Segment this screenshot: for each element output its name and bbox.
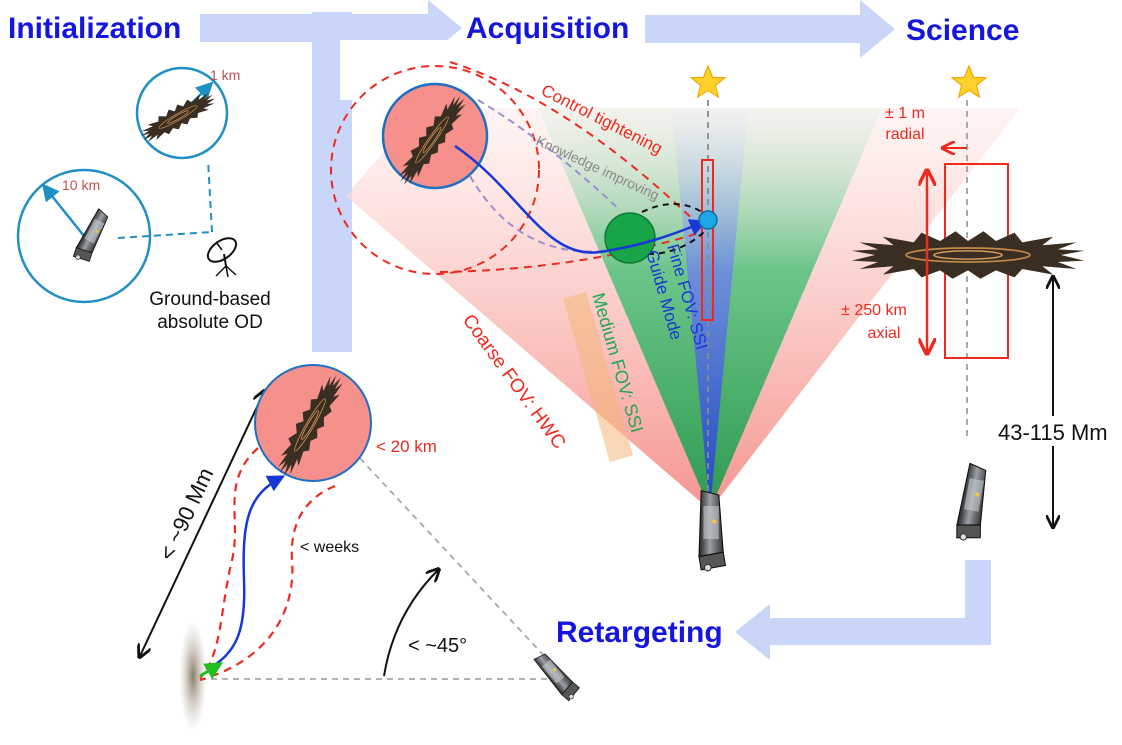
retarget-angle-label: < ~45° xyxy=(408,635,467,657)
phase-title-retargeting: Retargeting xyxy=(556,616,723,649)
far-uncertainty-circle xyxy=(16,168,152,304)
control-box xyxy=(701,159,714,321)
retarget-angle-arc xyxy=(383,570,438,677)
acq-spacecraft-icon xyxy=(698,490,726,572)
axial-value-label: ± 250 km xyxy=(841,302,907,319)
flow-arrow-sci-to-retarget xyxy=(735,604,991,660)
phase-title-initialization: Initialization xyxy=(8,12,181,45)
knowledge-bound-upper xyxy=(477,99,621,211)
ground-station-label-line2: absolute OD xyxy=(157,312,263,333)
near-starshade-icon xyxy=(136,86,220,148)
retarget-spacecraft-icon xyxy=(532,648,583,703)
tracking-link-far xyxy=(117,231,213,239)
retarget-bound-left xyxy=(199,447,259,679)
axial-label: axial xyxy=(868,325,901,342)
radial-label: radial xyxy=(885,126,924,143)
science-starshade-icon xyxy=(850,230,1086,280)
target-star-icon xyxy=(690,65,726,98)
initialization-panel: 10 km 1 km Ground-based absolute OD xyxy=(16,66,271,333)
far-radius-arrow xyxy=(41,183,85,237)
control-bound-lower xyxy=(439,231,703,273)
retarget-distance-arrow xyxy=(140,392,264,656)
science-distance-label: 43-115 Mm xyxy=(998,420,1108,445)
medium-fov-knowledge-circle xyxy=(604,212,656,264)
ground-antenna-icon xyxy=(206,237,238,278)
retarget-trajectory xyxy=(215,475,286,666)
guide-bound-lower xyxy=(647,231,705,255)
retarget-distance-label: < ~90 Mm xyxy=(154,464,219,564)
approach-radius-label: < 20 km xyxy=(376,437,437,456)
radial-value-label: ± 1 m xyxy=(885,105,925,122)
science-panel: ± 1 m radial ± 250 km axial 43-115 Mm xyxy=(841,65,1112,544)
acq-trajectory xyxy=(454,144,708,254)
phase-title-science: Science xyxy=(906,14,1019,47)
initial-burn-vector xyxy=(199,662,224,680)
fine-fov-cone xyxy=(672,110,748,510)
guide-bound-upper xyxy=(641,203,703,213)
science-star-icon xyxy=(951,65,987,98)
control-bound-upper xyxy=(449,61,703,229)
far-spacecraft-icon xyxy=(71,207,114,266)
transfer-time-label: < weeks xyxy=(300,539,359,556)
flow-arrow-acq-to-sci xyxy=(645,0,895,58)
retargeting-panel: < ~90 Mm < 20 km < weeks < ~45° xyxy=(140,364,583,732)
ground-station-label-line1: Ground-based xyxy=(149,289,270,310)
phase-title-acquisition: Acquisition xyxy=(466,12,629,45)
near-radius-label: 1 km xyxy=(210,67,240,83)
acq-control-region xyxy=(330,65,540,275)
far-radius-label: 10 km xyxy=(62,177,100,193)
fine-fov-target-dot xyxy=(698,210,718,230)
retarget-bound-right xyxy=(199,484,336,682)
tracking-link-near xyxy=(207,159,213,233)
science-spacecraft-icon xyxy=(954,462,994,544)
near-uncertainty-circle xyxy=(135,66,229,160)
